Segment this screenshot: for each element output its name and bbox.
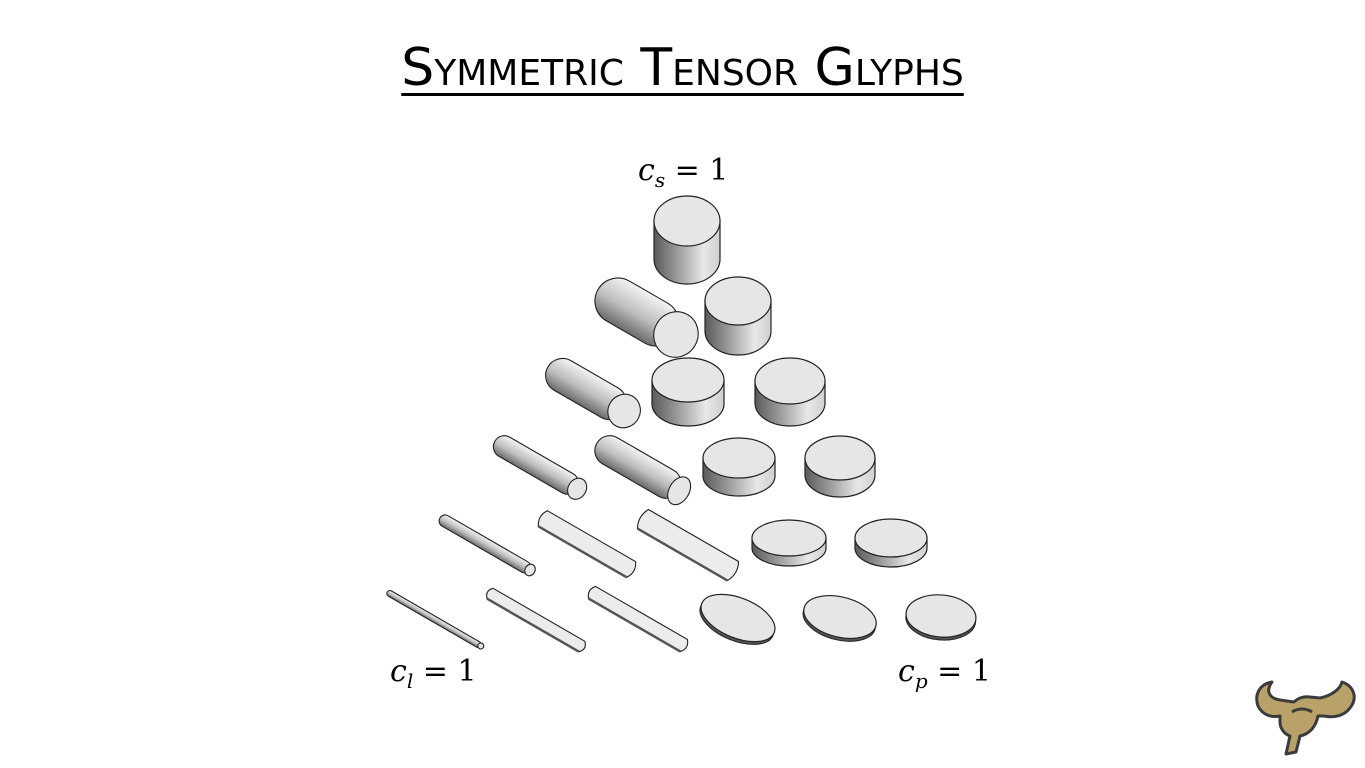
label-cp: cp = 1 [898,654,991,693]
glyph-r5-c2 [537,510,637,579]
glyph-r5-c5 [854,518,928,568]
glyph-r6-c1 [386,589,485,650]
glyph-r6-c2 [486,587,586,653]
glyph-r6-c4 [699,593,776,645]
glyph-r5-c4 [751,519,827,567]
glyph-r6-c6 [905,594,977,641]
glyph-r3-c3 [754,357,826,427]
bull-horns-logo-icon [1255,680,1356,756]
glyph-r4-c2 [594,435,692,506]
glyph-r2-c1 [594,277,699,358]
slide-title: Symmetric Tensor Glyphs [401,38,964,98]
glyph-r3-c1 [545,357,641,429]
glyph-r6-c5 [802,595,877,642]
glyph-r6-c3 [587,585,689,653]
glyph-r4-c3 [702,437,776,497]
glyph-r1-c1 [653,195,721,285]
glyph-r5-c1 [438,514,536,577]
glyph-r4-c4 [804,435,876,498]
label-cs: cs = 1 [638,153,729,192]
glyph-r4-c1 [492,435,588,500]
glyph-r2-c2 [704,276,772,356]
label-cl: cl = 1 [390,654,477,693]
glyph-r3-c2 [651,357,725,427]
glyph-r5-c3 [636,508,740,582]
